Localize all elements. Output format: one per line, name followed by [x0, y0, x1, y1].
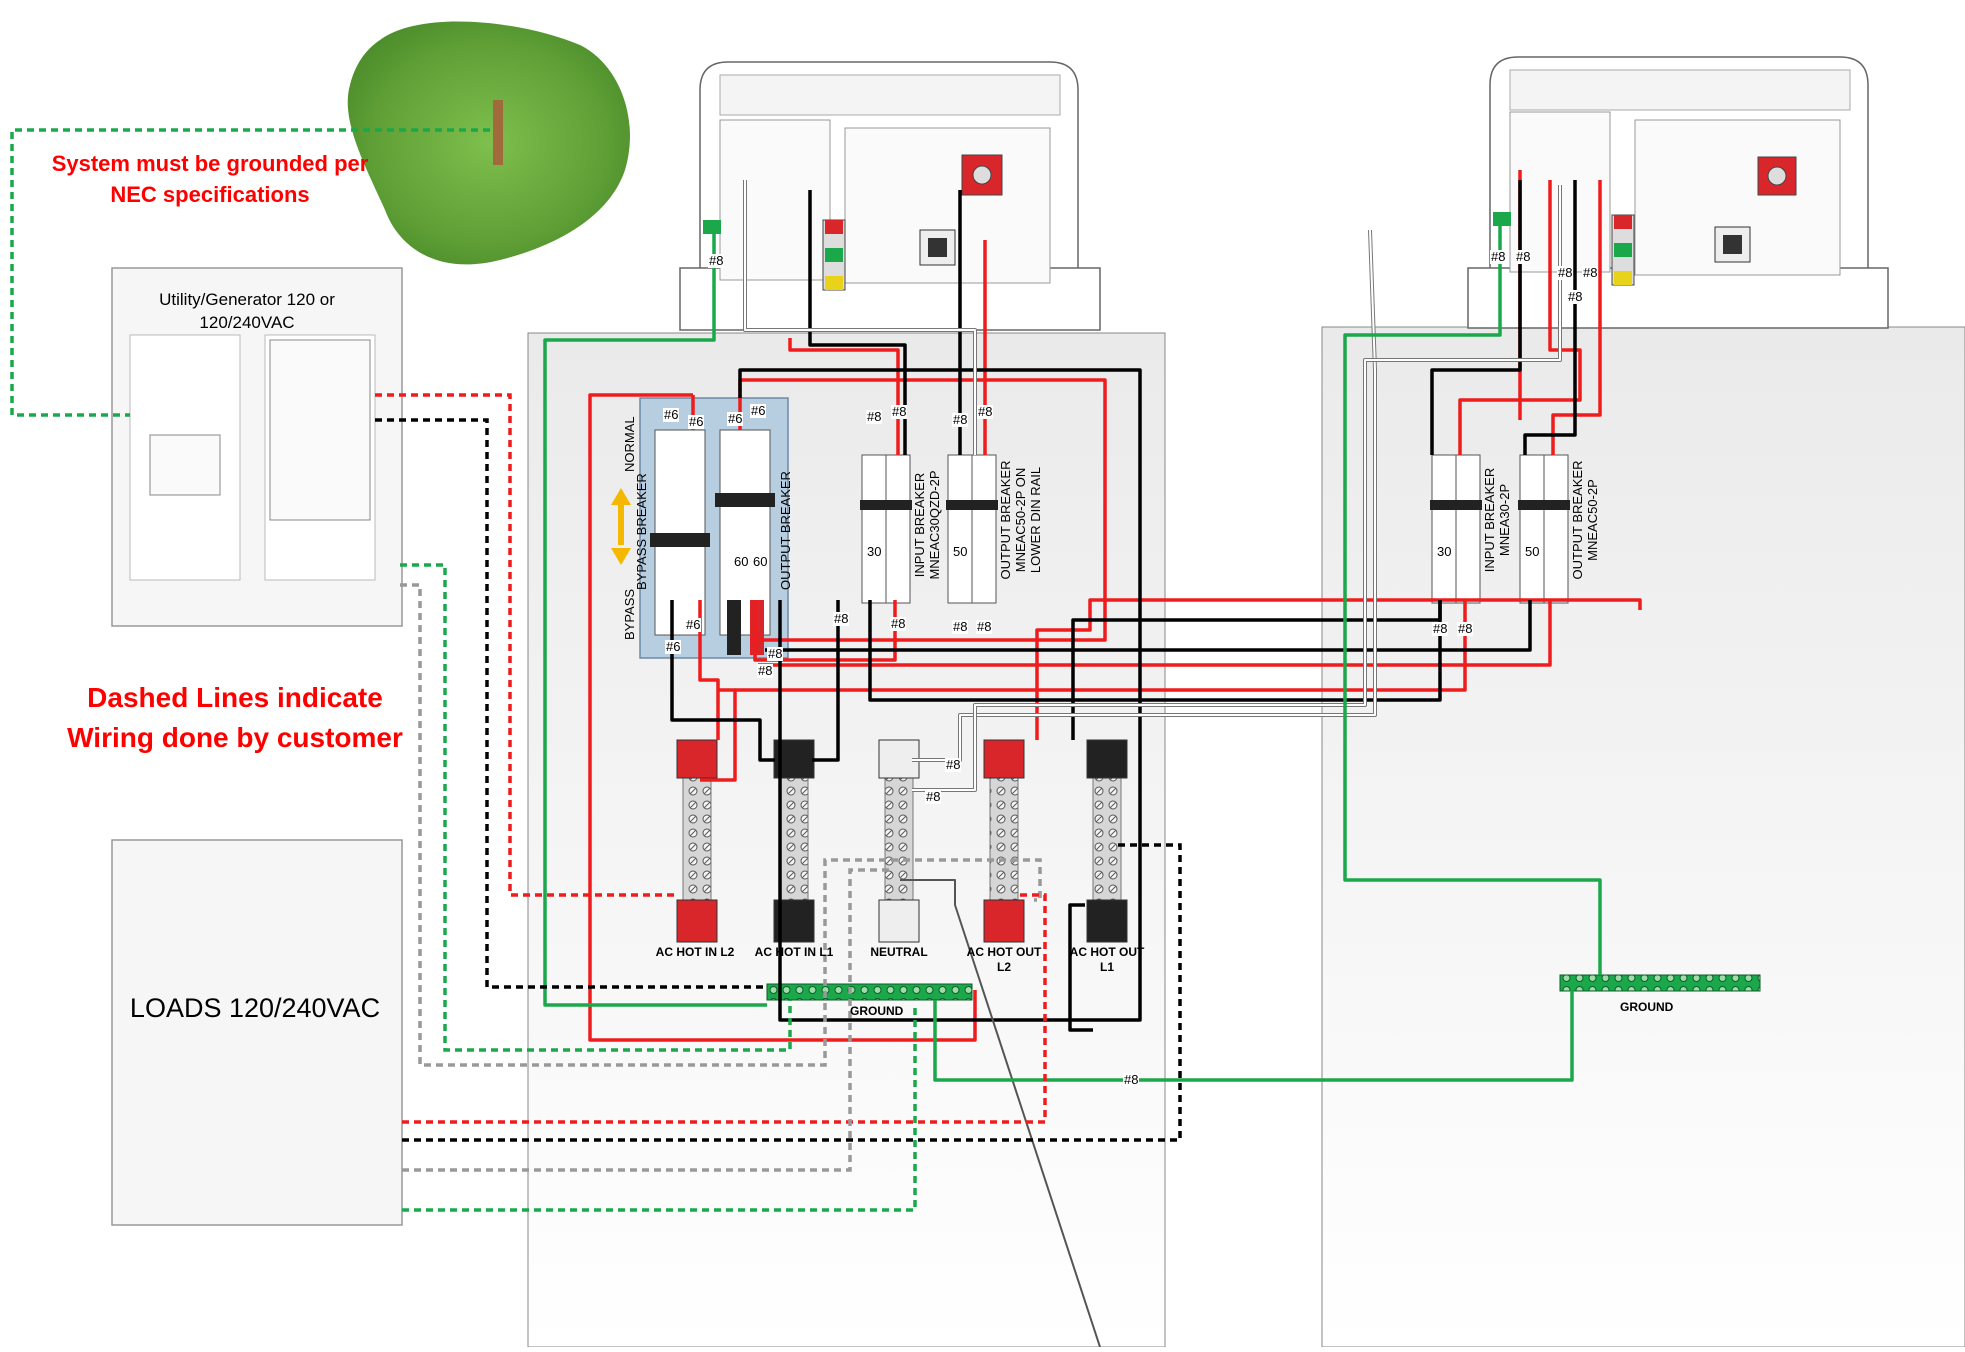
output-breaker-rating-left: 50 [952, 544, 969, 559]
gauge-label: #8 [976, 619, 993, 634]
gauge-label: #6 [665, 639, 682, 654]
gauge-label: #8 [1567, 289, 1584, 304]
gauge-label: #6 [750, 403, 767, 418]
output-breaker-rating-2: 60 [752, 554, 769, 569]
gauge-label: #6 [688, 414, 705, 429]
ground-label-left: GROUND [850, 1004, 904, 1018]
input-breaker-rating: 30 [866, 544, 883, 559]
gauge-label: #8 [866, 409, 883, 424]
output-breaker-rating: 60 [733, 554, 750, 569]
cabinet-right [1321, 326, 1965, 1348]
output-breaker-label-left: OUTPUT BREAKER MNEAC50-2P ON LOWER DIN R… [998, 460, 1043, 580]
normal-label: NORMAL [622, 416, 637, 472]
grass-ground-icon [347, 21, 630, 265]
ground-note: System must be grounded per NEC specific… [51, 151, 369, 207]
gauge-label: #8 [833, 611, 850, 626]
loads-title: LOADS 120/240VAC [129, 993, 381, 1023]
utility-panel [111, 267, 403, 627]
gauge-label: #6 [685, 617, 702, 632]
gauge-label: #8 [1582, 265, 1599, 280]
output-breaker-label: OUTPUT BREAKER [778, 471, 793, 590]
ac-hot-in-l1-label: AC HOT IN L1 [754, 945, 834, 959]
gauge-label: #8 [925, 789, 942, 804]
gauge-label: #6 [663, 407, 680, 422]
output-breaker-label-right: OUTPUT BREAKER MNEAC50-2P [1570, 460, 1600, 580]
output-breaker-rating-right: 50 [1524, 544, 1541, 559]
gauge-label: #8 [952, 412, 969, 427]
ac-hot-out-l1-label: AC HOT OUT L1 [1069, 945, 1145, 974]
bypass-breaker-label: BYPASS BREAKER [634, 473, 649, 590]
gauge-label: #8 [1490, 249, 1507, 264]
gauge-label: #8 [1432, 621, 1449, 636]
gauge-label: #6 [727, 411, 744, 426]
input-breaker-label-left: INPUT BREAKER MNEAC30QZD-2P [912, 470, 942, 580]
input-breaker-rating-right: 30 [1436, 544, 1453, 559]
customer-wiring [10, 128, 1182, 1212]
ground-label-right: GROUND [1620, 1000, 1674, 1014]
bypass-label: BYPASS [622, 588, 637, 640]
gauge-label: #8 [708, 253, 725, 268]
gauge-label: #8 [1557, 265, 1574, 280]
gauge-label: #8 [767, 646, 784, 661]
utility-panel-title: Utility/Generator 120 or 120/240VAC [159, 290, 335, 332]
neutral-label: NEUTRAL [870, 945, 928, 959]
loads-box [111, 839, 403, 1226]
input-breaker-label-right: INPUT BREAKER MNEA30-2P [1482, 467, 1512, 573]
din-breakers-left [860, 454, 998, 604]
bypass-breaker-assembly [611, 397, 789, 659]
gauge-label: #8 [977, 404, 994, 419]
gauge-label: #8 [1123, 1072, 1140, 1087]
cabinet-left [527, 332, 1166, 1348]
gauge-label: #8 [1457, 621, 1474, 636]
gauge-label: #8 [952, 619, 969, 634]
ac-hot-in-l2-label: AC HOT IN L2 [655, 945, 735, 959]
din-breakers-right [1430, 454, 1570, 604]
gauge-label: #8 [891, 404, 908, 419]
gauge-label: #8 [1515, 249, 1532, 264]
inverter-right [1467, 56, 1889, 329]
gauge-label: #8 [945, 757, 962, 772]
gauge-label: #8 [890, 616, 907, 631]
gauge-label: #8 [757, 663, 774, 678]
ac-hot-out-l2-label: AC HOT OUT L2 [966, 945, 1042, 974]
dashed-lines-note: Dashed Lines indicate Wiring done by cus… [67, 682, 403, 753]
